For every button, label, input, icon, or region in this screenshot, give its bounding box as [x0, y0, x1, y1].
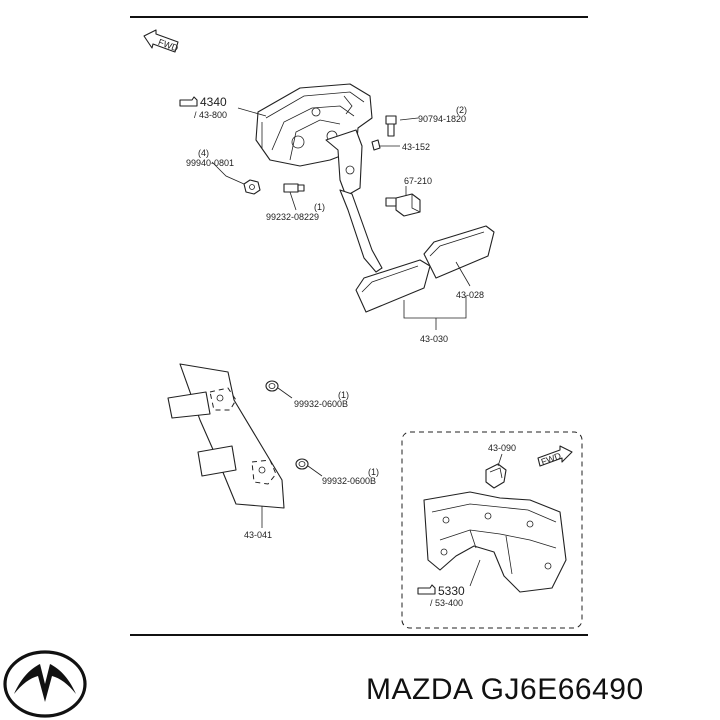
grommet-99932-a [265, 380, 279, 392]
label-43-030: 43-030 [420, 334, 448, 344]
fwd-label-top: FWD [157, 37, 180, 54]
switch-67-210 [385, 193, 421, 217]
label-67-210: 67-210 [404, 176, 432, 186]
label-qty-99932-a: (1) [338, 390, 349, 400]
label-5330: 5330 [438, 584, 465, 598]
nut-99940-0801 [243, 179, 261, 195]
label-99932-b: 99932-0600B [322, 476, 376, 486]
pointer-hand-icon-2 [417, 584, 436, 595]
leader-lines [211, 107, 503, 587]
label-99932-a: 99932-0600B [294, 399, 348, 409]
mazda-logo-icon [3, 650, 87, 718]
dash-panel-5330 [423, 491, 567, 593]
label-43-800: / 43-800 [194, 110, 227, 120]
label-99232-08229: 99232-08229 [266, 212, 319, 222]
label-qty-99932-b: (1) [368, 467, 379, 477]
label-qty-90794: (2) [456, 105, 467, 115]
detail-box [401, 431, 583, 629]
insulator-43-041 [167, 363, 285, 509]
bolt-90794-1820 [385, 115, 397, 137]
clip-43-090 [485, 463, 507, 489]
label-43-152: 43-152 [402, 142, 430, 152]
brand-part-number: MAZDA GJ6E66490 [366, 673, 644, 706]
label-53-400: / 53-400 [430, 598, 463, 608]
pedal-pads [355, 225, 495, 313]
label-90794-1820: 90794-1820 [418, 114, 466, 124]
bolt-99232-08229 [283, 183, 305, 193]
label-43-041: 43-041 [244, 530, 272, 540]
label-4340: 4340 [200, 95, 227, 109]
clip-43-152 [371, 139, 381, 151]
label-43-028: 43-028 [456, 290, 484, 300]
fwd-label-box: FWD [540, 451, 563, 468]
pedal-bracket-assembly [255, 83, 383, 273]
part-labels: 4340 / 43-800 (2) 90794-1820 43-152 (4) … [179, 95, 516, 608]
label-qty-99232: (1) [314, 202, 325, 212]
fwd-arrow-icon: FWD [143, 29, 180, 54]
label-43-090: 43-090 [488, 443, 516, 453]
fwd-arrow-box-icon: FWD [537, 445, 573, 468]
label-qty-99940: (4) [198, 148, 209, 158]
pointer-hand-icon [179, 96, 198, 107]
label-99940-0801: 99940-0801 [186, 158, 234, 168]
grommet-99932-b [295, 458, 309, 470]
